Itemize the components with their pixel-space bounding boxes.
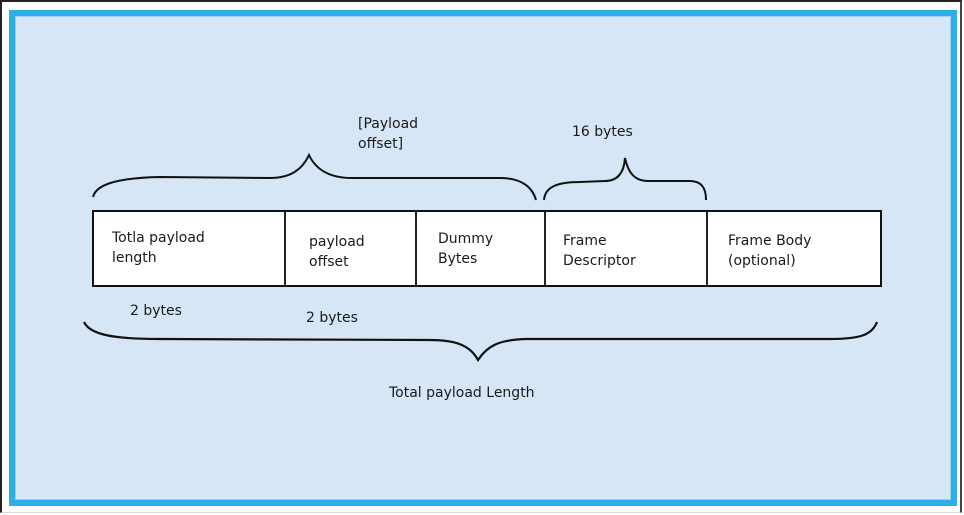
field-label: Dummy Bytes — [438, 231, 494, 267]
total-length-size-label: 2 bytes — [130, 303, 182, 319]
total-brace-label: Total payload Length — [389, 385, 535, 401]
payload-offset-size-label: 2 bytes — [306, 310, 358, 326]
field-label: payload offset — [309, 234, 365, 270]
field-frame-body: Frame Body (optional) — [708, 212, 880, 285]
field-total-payload-length: Totla payload length — [94, 212, 286, 285]
payload-offset-brace-label: [Payload offset] — [358, 116, 419, 152]
descriptor-brace-label: 16 bytes — [572, 124, 633, 140]
frame-structure: Totla payload length payload offset Dumm… — [92, 210, 882, 287]
field-label: Frame Body (optional) — [728, 233, 812, 269]
total-length-brace — [83, 321, 879, 363]
field-label: Totla payload length — [112, 230, 205, 266]
panel-inner-border — [15, 16, 951, 500]
field-dummy-bytes: Dummy Bytes — [417, 212, 546, 285]
field-frame-descriptor: Frame Descriptor — [546, 212, 708, 285]
field-label: Frame Descriptor — [563, 233, 636, 269]
descriptor-brace — [543, 157, 707, 201]
field-payload-offset: payload offset — [286, 212, 417, 285]
payload-offset-brace — [92, 152, 537, 201]
